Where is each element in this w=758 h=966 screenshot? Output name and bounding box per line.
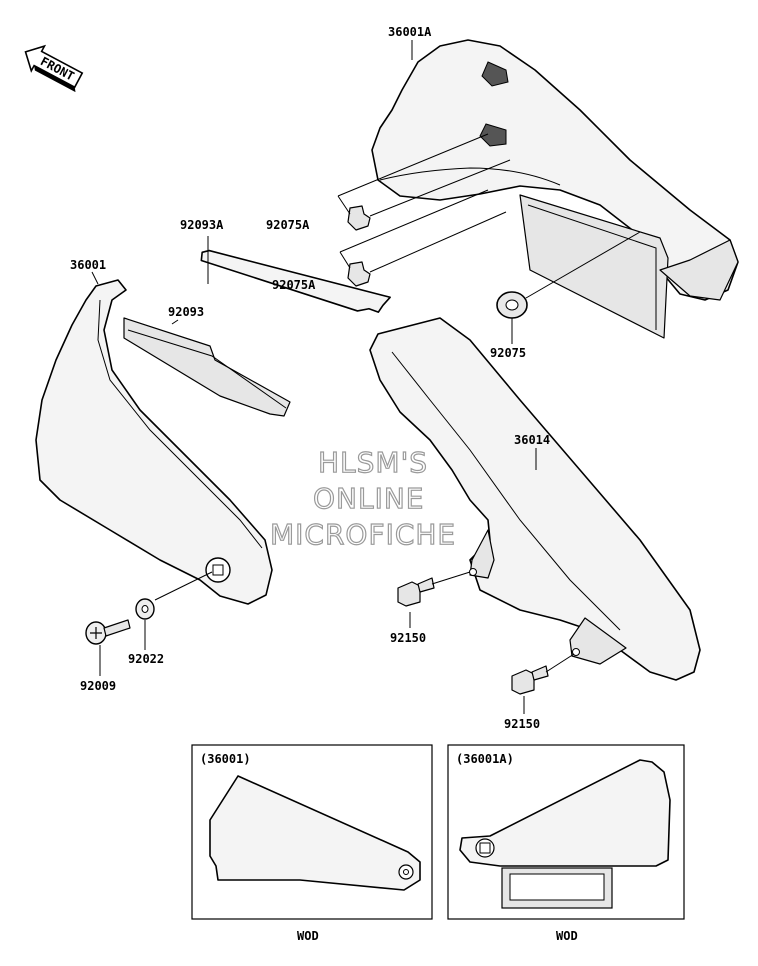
watermark: HLSM'S ONLINE MICROFICHE [269, 445, 456, 551]
watermark-line-2: ONLINE [313, 482, 424, 515]
leader-36001 [91, 271, 99, 285]
leader-92075A-bottom [339, 189, 507, 273]
inset-36001A-caption: WOD [556, 929, 578, 943]
inset-36001-title: (36001) [200, 752, 251, 766]
leader-92022-washer [154, 571, 213, 601]
label-92009: 92009 [80, 679, 116, 693]
part-92075A-clip-bottom [347, 261, 371, 287]
label-92075: 92075 [490, 346, 526, 360]
label-92150-lower: 92150 [504, 717, 540, 731]
front-arrow-icon: FRONT [24, 44, 84, 93]
watermark-line-1: HLSM'S [318, 446, 428, 479]
part-92009-screw [85, 619, 131, 645]
label-92075A-top: 92075A [266, 218, 310, 232]
leader-92093 [171, 319, 179, 325]
leader-92075-grommet [525, 231, 641, 299]
leader-92150-lower [545, 653, 575, 673]
part-92150-bolt-lower [511, 665, 549, 695]
watermark-line-3: MICROFICHE [270, 518, 456, 551]
inset-36001A-title: (36001A) [456, 752, 514, 766]
part-92093-strip [123, 317, 291, 417]
label-92075A-bottom: 92075A [272, 278, 316, 292]
label-92022: 92022 [128, 652, 164, 666]
part-92022-washer [135, 598, 155, 620]
part-92075-grommet [496, 291, 528, 319]
part-92150-bolt-upper [397, 577, 435, 607]
part-36001A-cover [371, 39, 739, 339]
inset-36001A: (36001A) [447, 744, 685, 920]
label-92093: 92093 [168, 305, 204, 319]
inset-36001: (36001) [191, 744, 433, 920]
leader-92150-upper [431, 571, 471, 585]
part-92093A-strip [200, 249, 391, 313]
label-92150-upper: 92150 [390, 631, 426, 645]
part-36014-chain-guard [369, 317, 701, 681]
leader-92075A-top [337, 133, 511, 217]
label-36001: 36001 [70, 258, 106, 272]
label-92093A: 92093A [180, 218, 224, 232]
label-36001A: 36001A [388, 25, 432, 39]
label-36014: 36014 [514, 433, 550, 447]
part-92075A-clip-top [347, 205, 371, 231]
part-36001-cover [35, 279, 273, 605]
inset-36001-caption: WOD [297, 929, 319, 943]
